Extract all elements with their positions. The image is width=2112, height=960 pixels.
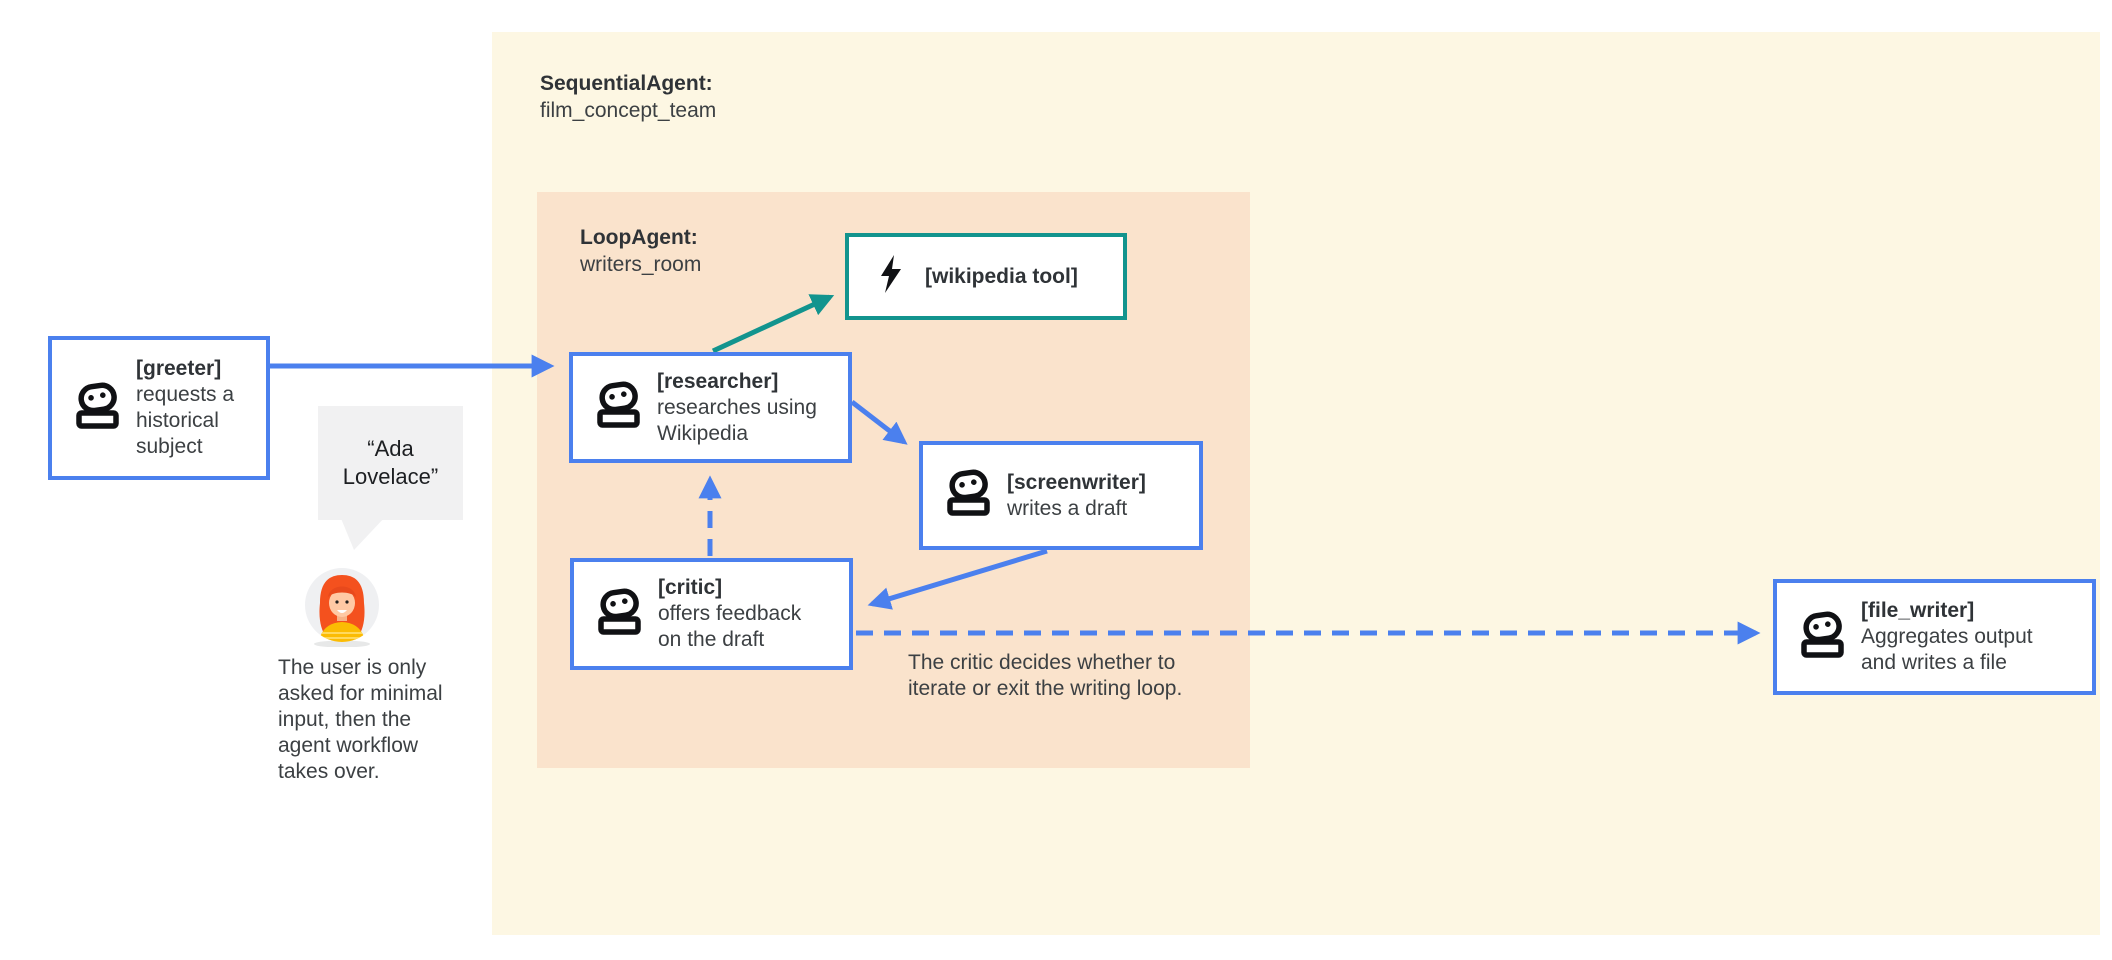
node-screenwriter-desc: writes a draft: [1007, 496, 1128, 520]
sequential-agent-title: SequentialAgent:: [540, 72, 713, 95]
node-researcher-desc: researches using Wikipedia: [657, 395, 817, 445]
node-file-writer-title: [file_writer]: [1861, 599, 1975, 622]
robot-icon: [72, 382, 122, 435]
loop-agent-label: LoopAgent: writers_room: [580, 224, 701, 278]
robot-icon: [943, 469, 993, 522]
speech-bubble-tail: [340, 516, 386, 550]
node-greeter-title: [greeter]: [136, 357, 222, 380]
node-critic: [critic] offers feedback on the draft: [570, 558, 853, 670]
critic-note: The critic decides whether to iterate or…: [908, 651, 1183, 700]
node-file-writer: [file_writer] Aggregates output and writ…: [1773, 579, 2096, 695]
sequential-agent-name: film_concept_team: [540, 99, 717, 122]
node-critic-desc: offers feedback on the draft: [658, 602, 802, 651]
user-note: The user is only asked for minimal input…: [278, 656, 443, 783]
node-critic-title: [critic]: [658, 576, 723, 599]
loop-agent-name: writers_room: [580, 253, 702, 276]
node-greeter-desc: requests a historical subject: [136, 383, 235, 458]
node-file-writer-desc: Aggregates output and writes a file: [1861, 625, 2033, 674]
sequential-agent-label: SequentialAgent: film_concept_team: [540, 70, 716, 124]
node-screenwriter: [screenwriter] writes a draft: [919, 441, 1203, 550]
node-screenwriter-title: [screenwriter]: [1007, 470, 1146, 494]
node-researcher-title: [researcher]: [657, 369, 779, 393]
robot-icon: [1797, 611, 1847, 664]
node-researcher: [researcher] researches using Wikipedia: [569, 352, 852, 463]
robot-icon: [593, 381, 643, 434]
node-wikipedia-tool-title: [wikipedia tool]: [925, 264, 1078, 288]
node-greeter: [greeter] requests a historical subject: [48, 336, 270, 480]
loop-agent-title: LoopAgent:: [580, 226, 698, 249]
node-wikipedia-tool: [wikipedia tool]: [845, 233, 1127, 320]
lightning-bolt-icon: [877, 254, 905, 299]
user-speech-bubble: “Ada Lovelace”: [318, 406, 463, 520]
user-avatar: [304, 567, 380, 652]
robot-icon: [594, 588, 644, 641]
